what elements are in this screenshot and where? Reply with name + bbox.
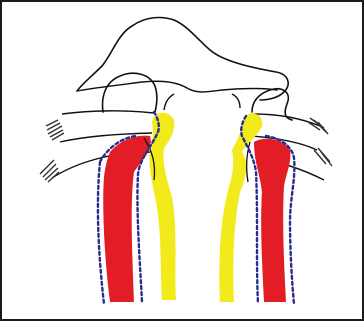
left-hatch-upper xyxy=(46,120,64,140)
left-red-band xyxy=(103,136,151,302)
center-stem-right xyxy=(232,94,240,108)
right-hatch-lower xyxy=(314,148,332,166)
diagram-canvas xyxy=(2,2,362,319)
top-dome-outline xyxy=(77,18,288,100)
left-loop xyxy=(103,73,157,112)
center-stem-left xyxy=(164,94,174,110)
left-hatch-lower xyxy=(40,160,59,182)
upper-left-line xyxy=(62,111,154,114)
right-outline-curve xyxy=(247,142,250,182)
right-red-band xyxy=(254,139,290,302)
right-hatch-upper xyxy=(308,118,328,134)
